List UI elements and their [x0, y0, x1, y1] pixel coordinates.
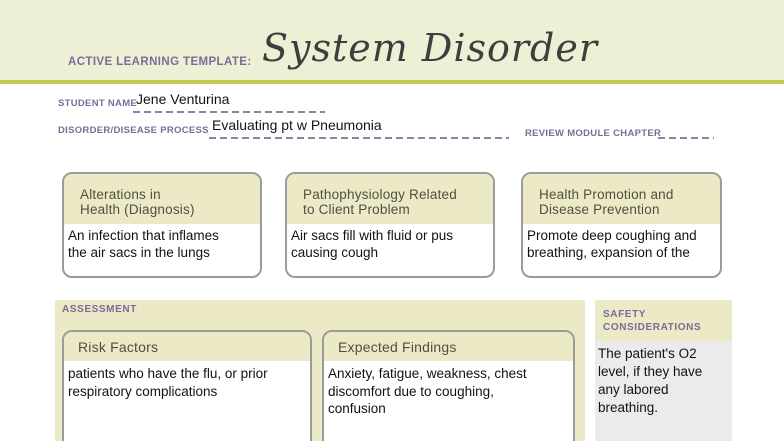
- box-expected-findings: Expected Findings Anxiety, fatigue, weak…: [322, 330, 575, 441]
- box-health-promotion-entry-field[interactable]: Promote deep coughing and breathing, exp…: [527, 228, 697, 260]
- box-pathophysiology-entry-field[interactable]: Air sacs fill with fluid or pus causing …: [291, 228, 454, 260]
- assessment-label: ASSESSMENT: [62, 304, 137, 315]
- box-health-promotion: Health Promotion and Disease Prevention …: [521, 172, 722, 278]
- review-module-chapter-field-line[interactable]: [658, 137, 714, 139]
- page-title: System Disorder: [262, 26, 599, 70]
- disorder-process-label: DISORDER/DISEASE PROCESS: [58, 125, 209, 136]
- box-title: Risk Factors: [78, 339, 159, 355]
- safety-considerations-label: SAFETY CONSIDERATIONS: [603, 309, 702, 333]
- box-pathophysiology-header: Pathophysiology Related to Client Proble…: [287, 174, 493, 224]
- review-module-chapter-label: REVIEW MODULE CHAPTER: [525, 128, 662, 139]
- box-risk-factors-entry-field[interactable]: patients who have the flu, or prior resp…: [68, 366, 268, 399]
- box-alterations-entry-field[interactable]: An infection that inflames the air sacs …: [68, 228, 219, 260]
- header-band: ACTIVE LEARNING TEMPLATE: System Disorde…: [0, 0, 784, 80]
- box-risk-factors-header: Risk Factors: [64, 332, 310, 361]
- box-risk-factors: Risk Factors patients who have the flu, …: [62, 330, 312, 441]
- active-learning-template-label: ACTIVE LEARNING TEMPLATE:: [68, 56, 252, 68]
- box-alterations-in-health: Alterations in Health (Diagnosis) An inf…: [62, 172, 262, 278]
- box-health-promotion-header: Health Promotion and Disease Prevention: [523, 174, 720, 224]
- box-title: Health Promotion and Disease Prevention: [539, 187, 674, 217]
- safety-considerations-header: SAFETY CONSIDERATIONS: [595, 300, 732, 341]
- student-name-value[interactable]: Jene Venturina: [136, 91, 230, 107]
- box-title: Expected Findings: [338, 339, 457, 355]
- box-title: Pathophysiology Related to Client Proble…: [303, 187, 457, 217]
- safety-considerations-panel: The patient's O2 level, if they have any…: [595, 341, 732, 441]
- header-divider-rule: [0, 80, 784, 84]
- box-alterations-header: Alterations in Health (Diagnosis): [64, 174, 260, 224]
- box-title: Alterations in Health (Diagnosis): [80, 187, 195, 217]
- safety-considerations-entry-field[interactable]: The patient's O2 level, if they have any…: [598, 346, 703, 415]
- student-name-label: STUDENT NAME: [58, 98, 138, 109]
- box-expected-findings-entry-field[interactable]: Anxiety, fatigue, weakness, chest discom…: [328, 366, 527, 416]
- box-pathophysiology: Pathophysiology Related to Client Proble…: [285, 172, 495, 278]
- student-name-field-line[interactable]: [133, 111, 325, 113]
- box-expected-findings-header: Expected Findings: [324, 332, 573, 361]
- disorder-process-value[interactable]: Evaluating pt w Pneumonia: [212, 117, 382, 133]
- disorder-process-field-line[interactable]: [209, 137, 509, 139]
